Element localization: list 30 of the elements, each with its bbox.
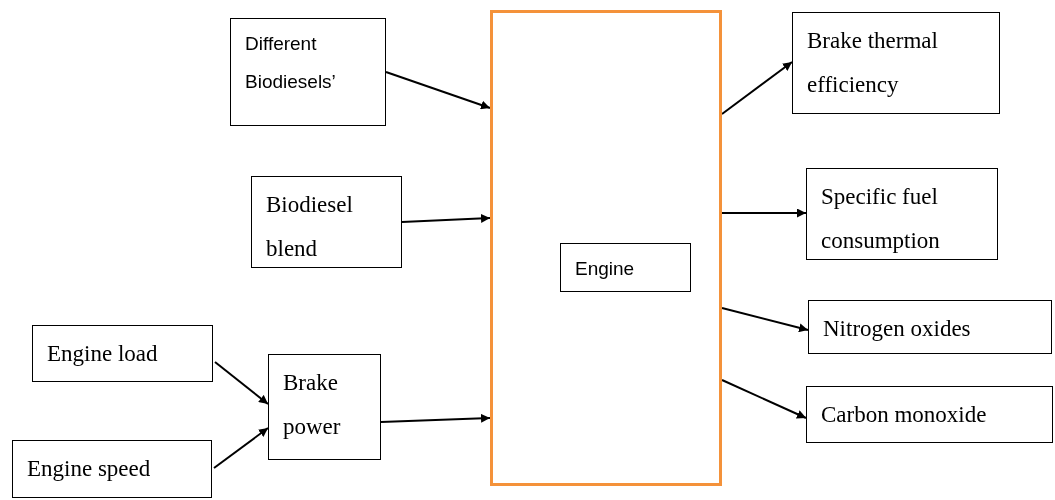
box-label: Brake power — [283, 369, 342, 441]
arrow — [380, 413, 491, 423]
process-box — [560, 243, 691, 292]
arrow — [213, 427, 269, 469]
box-label: Brake thermal efficiency — [807, 27, 939, 99]
box-label: Engine — [575, 257, 636, 281]
arrow — [721, 379, 807, 419]
process-box — [32, 325, 213, 382]
process-box — [268, 354, 381, 460]
process-box — [792, 12, 1000, 114]
process-box — [251, 176, 402, 268]
box-label: Biodiesel blend — [266, 191, 354, 263]
process-box — [806, 386, 1053, 443]
process-box — [806, 168, 998, 260]
box-label: Carbon monoxide — [821, 401, 988, 429]
process-box — [230, 18, 386, 126]
box-label: Specific fuel consumption — [821, 183, 941, 255]
process-box — [808, 300, 1052, 354]
arrow — [721, 61, 793, 115]
arrow — [721, 307, 809, 333]
box-label: Engine speed — [27, 455, 152, 483]
box-label: Different Biodiesels’ — [245, 32, 337, 94]
arrow — [214, 361, 269, 405]
box-label: Nitrogen oxides — [823, 315, 972, 343]
box-label: Engine load — [47, 340, 159, 368]
engine-frame — [490, 10, 722, 486]
arrow — [721, 208, 807, 218]
process-box — [12, 440, 212, 498]
arrow — [385, 71, 491, 110]
arrow — [401, 213, 491, 223]
